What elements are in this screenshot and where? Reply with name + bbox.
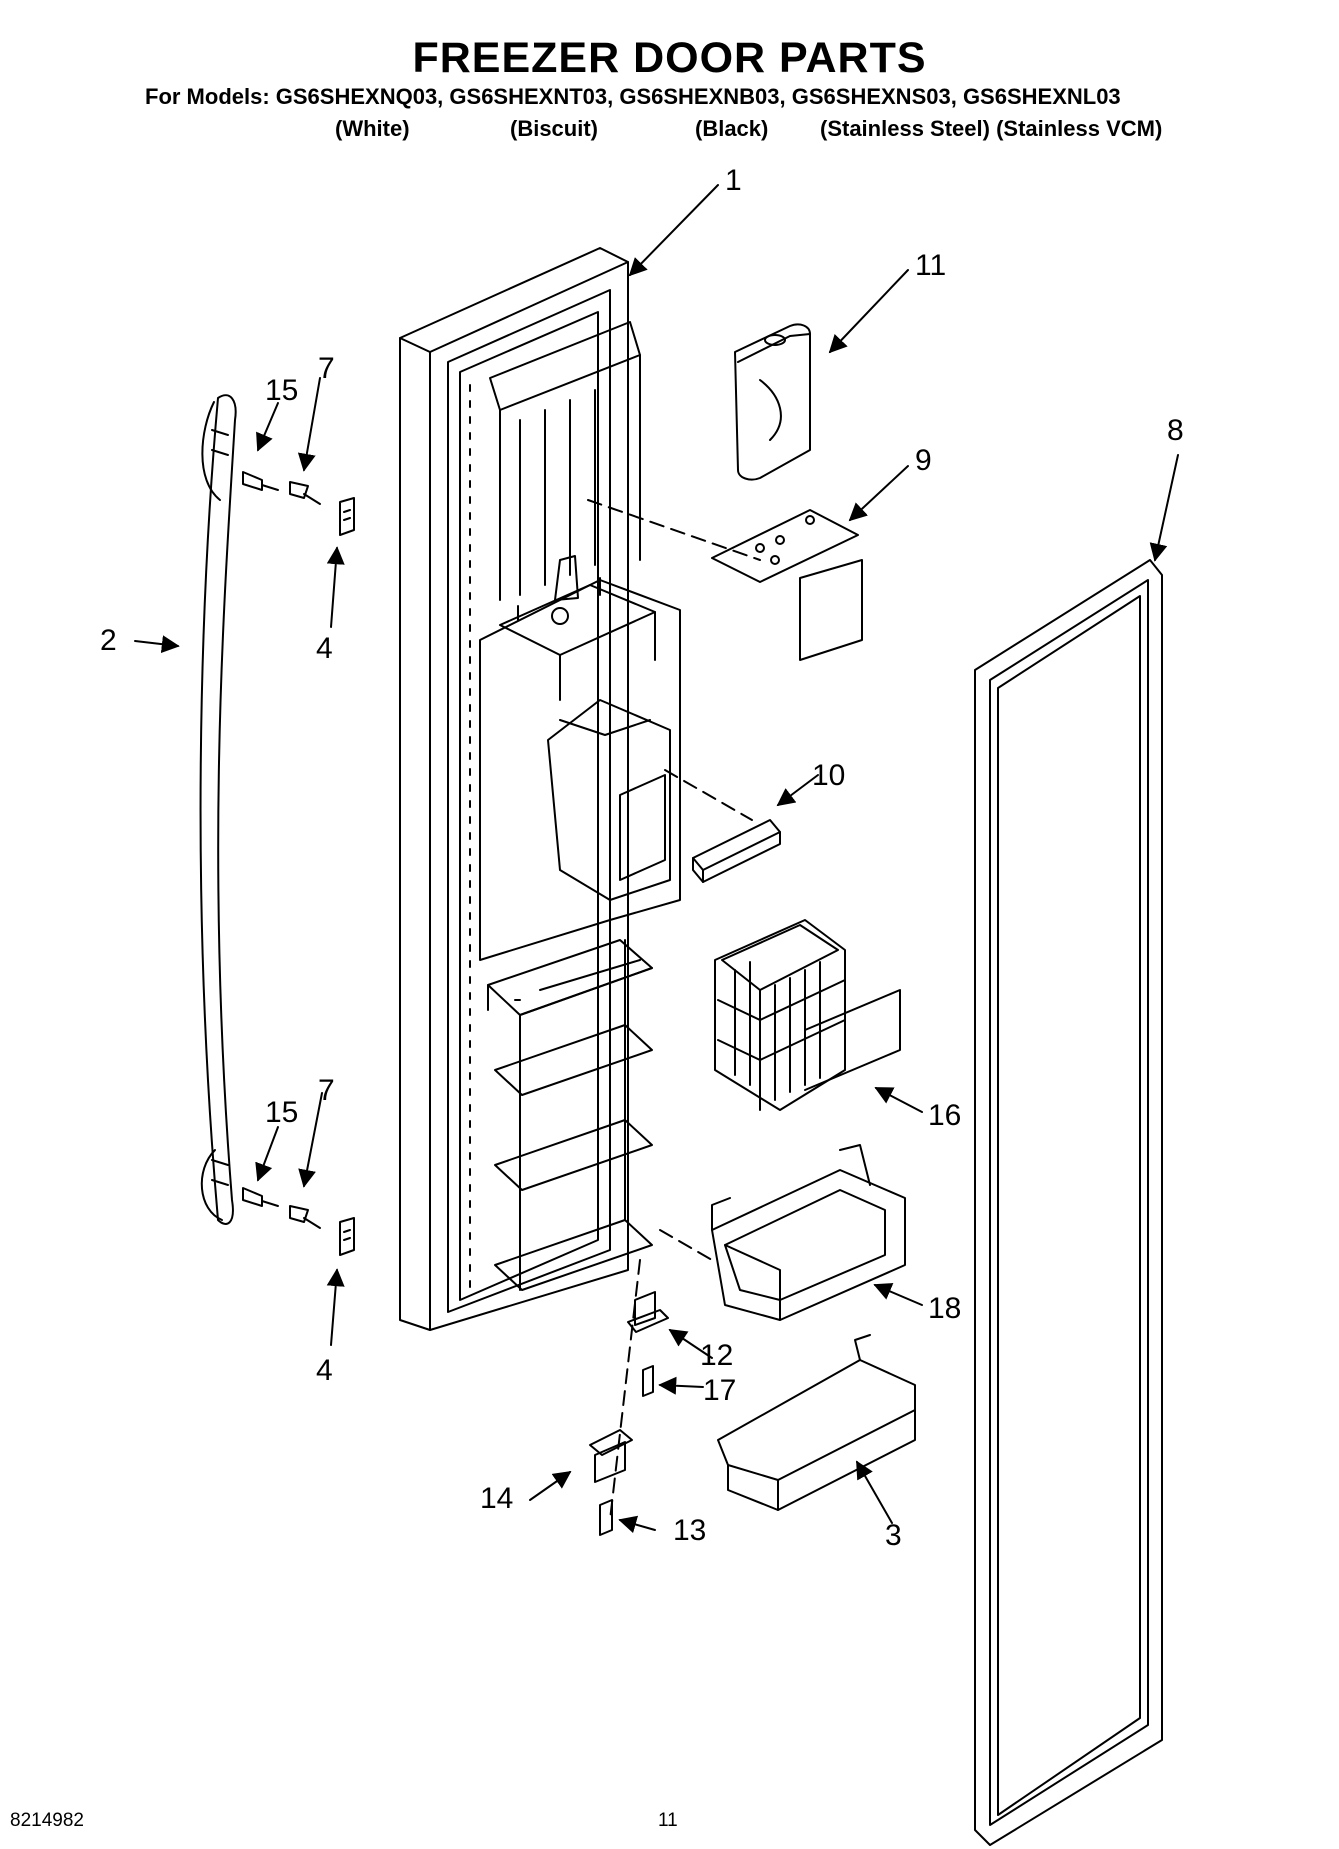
callout-13: 13 [673, 1514, 706, 1547]
finish-black: (Black) [695, 116, 769, 141]
callout-8: 8 [1167, 414, 1184, 447]
callout-1: 1 [725, 164, 742, 197]
leader-arrows [134, 184, 1179, 1534]
document-number: 8214982 [10, 1810, 84, 1831]
callout-labels: 1 11 15 7 9 8 2 4 10 16 15 7 18 4 12 17 … [100, 164, 1184, 1552]
callout-3: 3 [885, 1519, 902, 1552]
callout-12: 12 [700, 1339, 733, 1372]
callout-11: 11 [915, 249, 946, 282]
callout-15-top: 15 [265, 374, 298, 407]
callout-18: 18 [928, 1292, 961, 1325]
callout-14: 14 [480, 1482, 513, 1515]
finish-stainless: (Stainless Steel) (Stainless VCM) [820, 116, 1163, 141]
callout-4-top: 4 [316, 632, 333, 665]
bracket-part [711, 509, 863, 661]
freezer-door-part [399, 247, 681, 1331]
handle-part [199, 394, 237, 1225]
door-gasket-part [974, 559, 1163, 1846]
page-title: FREEZER DOOR PARTS [412, 34, 927, 82]
callout-16: 16 [928, 1099, 961, 1132]
callout-17: 17 [703, 1374, 736, 1407]
finish-white: (White) [335, 116, 410, 141]
model-list: For Models: GS6SHEXNQ03, GS6SHEXNT03, GS… [145, 84, 1121, 109]
door-bin-part [711, 1144, 906, 1321]
callout-10: 10 [812, 759, 845, 792]
filter-cover-part [734, 323, 811, 481]
fasteners-left [242, 471, 355, 1256]
callout-7-bottom: 7 [318, 1074, 335, 1107]
hinge-parts [589, 1259, 669, 1536]
finish-biscuit: (Biscuit) [510, 116, 598, 141]
wire-basket-part [714, 919, 901, 1111]
trim-strip-part [692, 819, 781, 883]
callout-7-top: 7 [318, 352, 335, 385]
bottom-shelf-part [717, 1334, 916, 1511]
page-number: 11 [658, 1810, 678, 1831]
callout-2: 2 [100, 624, 117, 657]
assembly-lines [587, 499, 761, 1261]
callout-15-bottom: 15 [265, 1096, 298, 1129]
callout-9: 9 [915, 444, 932, 477]
callout-4-bottom: 4 [316, 1354, 333, 1387]
